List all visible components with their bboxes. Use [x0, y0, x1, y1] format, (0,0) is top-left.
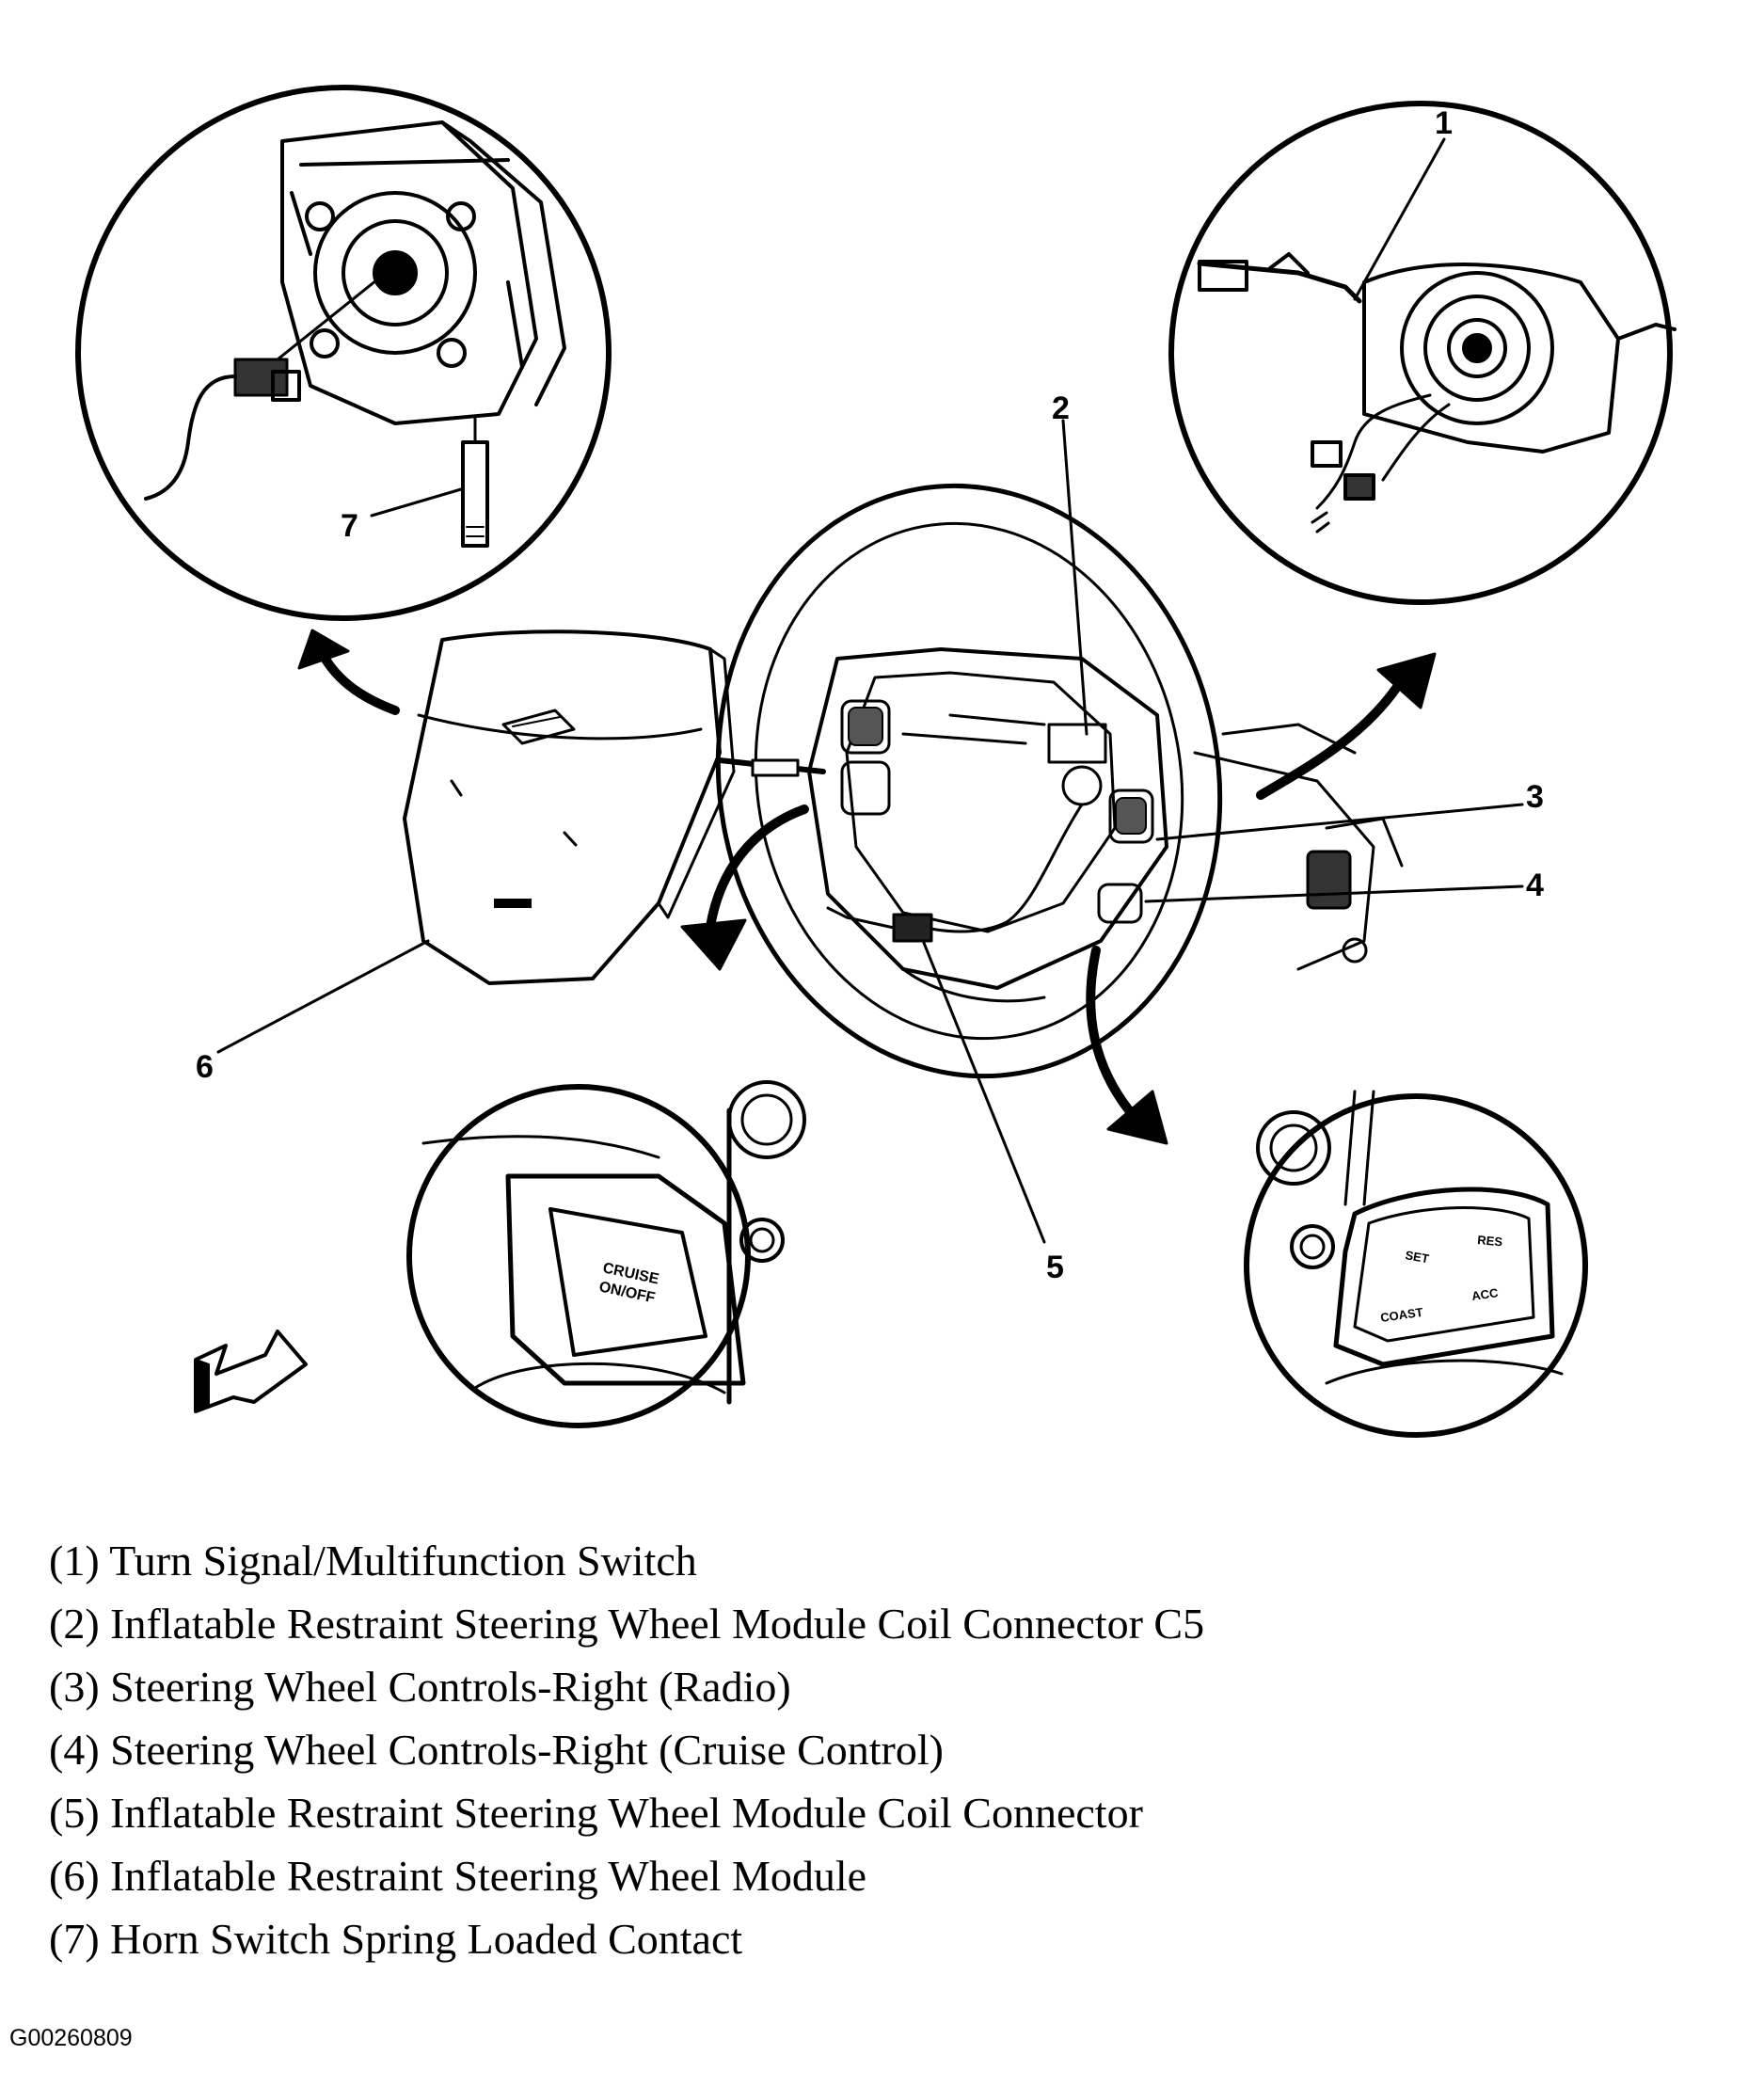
leader-line-3 [1155, 803, 1524, 841]
steering-wheel-exploded-diagram: 7 1 [75, 85, 1677, 1438]
view-direction-arrow [194, 1330, 308, 1413]
legend-item: (4) Steering Wheel Controls-Right (Cruis… [49, 1726, 944, 1774]
leader-line-4 [1144, 884, 1524, 903]
leader-line-5 [922, 941, 1046, 1244]
legend-item: (6) Inflatable Restraint Steering Wheel … [49, 1852, 867, 1900]
callout-3: 3 [1526, 779, 1544, 815]
cruise-set-label: SET [1404, 1248, 1430, 1266]
detail-airbag-back-view [75, 85, 612, 621]
callout-4: 4 [1526, 868, 1544, 903]
callout-5: 5 [1046, 1250, 1064, 1285]
leader-line-7 [370, 487, 463, 518]
detail-multifunction-switch-view [1168, 101, 1677, 605]
leader-line-6 [216, 939, 430, 1054]
legend-item: (5) Inflatable Restraint Steering Wheel … [49, 1789, 1143, 1837]
callout-1: 1 [1435, 105, 1453, 141]
legend-item: (1) Turn Signal/Multifunction Switch [49, 1537, 697, 1585]
detail-cruise-onoff-switch-view [406, 1080, 806, 1428]
curved-arrow-to-cruise-buttons-detail [1086, 946, 1168, 1145]
callout-7: 7 [341, 508, 358, 544]
cruise-acc-label: ACC [1470, 1285, 1500, 1303]
callout-6: 6 [196, 1049, 214, 1085]
airbag-module [403, 629, 826, 985]
leader-line-1 [1353, 137, 1446, 301]
cruise-coast-label: COAST [1379, 1305, 1423, 1325]
steering-wheel-assembly [715, 483, 1404, 1079]
component-legend: (1) Turn Signal/Multifunction Switch (2)… [49, 1529, 1648, 1970]
legend-item: (2) Inflatable Restraint Steering Wheel … [49, 1600, 1205, 1648]
curved-arrow-to-cruise-onoff-detail [680, 805, 809, 971]
leader-line-2 [1061, 419, 1089, 736]
legend-item: (3) Steering Wheel Controls-Right (Radio… [49, 1663, 791, 1711]
detail-cruise-buttons-view [1244, 1090, 1588, 1438]
legend-item: (7) Horn Switch Spring Loaded Contact [49, 1915, 743, 1963]
curved-arrow-to-switch-detail [1256, 652, 1437, 800]
figure-id: G00260809 [9, 2025, 133, 2051]
cruise-res-label: RES [1477, 1233, 1503, 1249]
callout-2: 2 [1052, 390, 1070, 426]
curved-arrow-to-airbag-detail [297, 629, 400, 715]
